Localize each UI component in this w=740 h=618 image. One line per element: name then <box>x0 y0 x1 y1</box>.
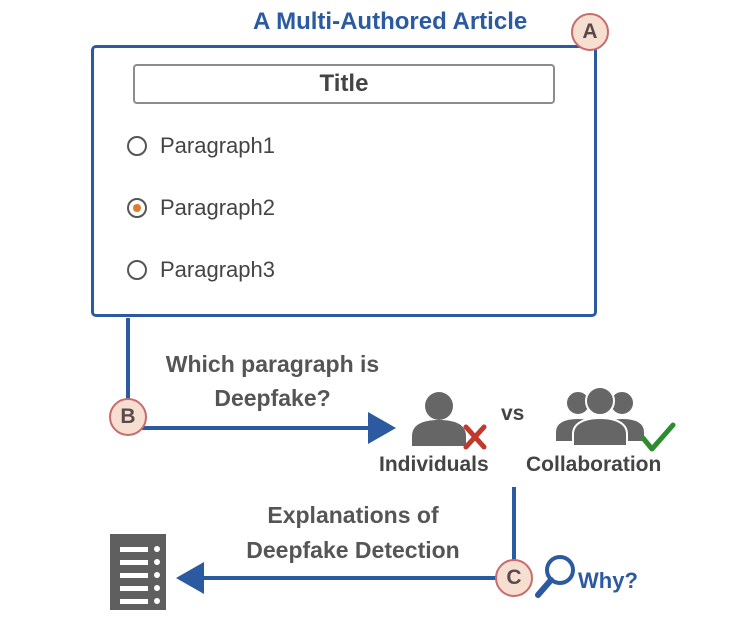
paragraph2-radio[interactable] <box>127 198 147 218</box>
explanation-text: Explanations of Deepfake Detection <box>218 498 488 568</box>
paragraph-option-1[interactable]: Paragraph1 <box>127 132 275 160</box>
why-label: Why? <box>578 568 638 593</box>
step-c-badge: C <box>495 559 533 597</box>
paragraph1-label: Paragraph1 <box>160 133 275 158</box>
magnifier-icon <box>535 555 575 598</box>
paragraph3-label: Paragraph3 <box>160 257 275 282</box>
checklist-document-icon <box>110 534 166 610</box>
step-a-badge: A <box>571 13 609 51</box>
article-title-field: Title <box>133 64 555 104</box>
question-line-1: Which paragraph is <box>165 351 380 377</box>
paragraph-option-2[interactable]: Paragraph2 <box>127 194 275 222</box>
collaboration-label: Collaboration <box>526 453 662 476</box>
paragraph3-radio[interactable] <box>127 260 147 280</box>
paragraph-option-3[interactable]: Paragraph3 <box>127 256 275 284</box>
explanation-line-2: Deepfake Detection <box>246 537 460 563</box>
question-text: Which paragraph is Deepfake? <box>150 347 395 415</box>
explanation-line-1: Explanations of <box>267 502 439 528</box>
paragraph1-radio[interactable] <box>127 136 147 156</box>
individuals-label: Individuals <box>379 453 489 476</box>
paragraph2-label: Paragraph2 <box>160 195 275 220</box>
step-b-badge: B <box>109 398 147 436</box>
individual-person-icon <box>412 392 466 446</box>
check-icon <box>640 422 676 452</box>
group-people-icon <box>554 386 646 447</box>
vs-label: vs <box>501 402 525 425</box>
article-heading: A Multi-Authored Article <box>253 8 528 35</box>
cross-icon <box>463 424 487 450</box>
question-line-2: Deepfake? <box>214 385 331 411</box>
